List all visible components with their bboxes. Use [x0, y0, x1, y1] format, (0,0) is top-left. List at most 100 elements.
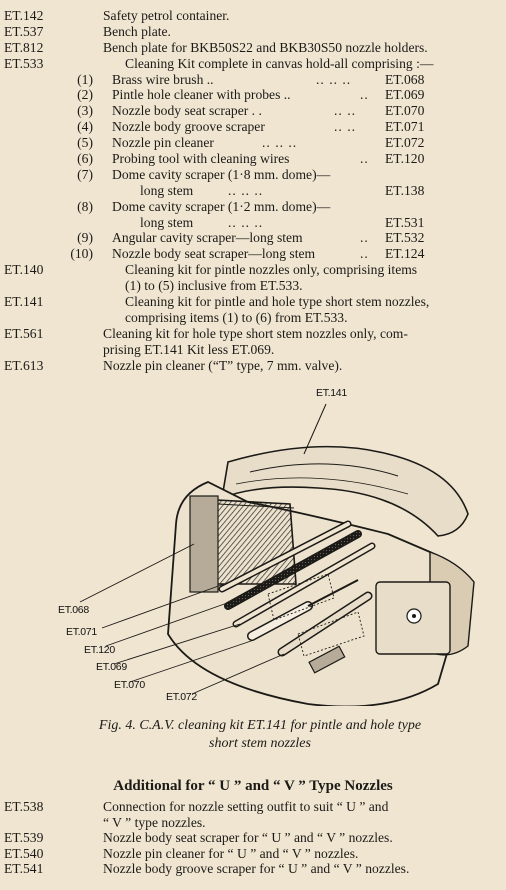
kit-item: (3) Nozzle body seat scraper . . .. .. ET.0…	[0, 103, 506, 119]
kit-item-ref: ET.069	[385, 87, 425, 103]
kit-item-name: Brass wire brush ..	[112, 71, 214, 87]
kit-item: (9) Angular cavity scraper—long stem.. ET.…	[0, 230, 506, 246]
part-description: Nozzle pin cleaner (“T” type, 7 mm. valv…	[103, 357, 343, 373]
list-item: ET.561 Cleaning kit for hole type short s…	[0, 326, 506, 342]
part-description: Bench plate.	[103, 23, 171, 39]
kit-item-ref: ET.120	[385, 151, 425, 167]
part-description-continued: “ V ” type nozzles.	[103, 814, 206, 830]
kit-item: (8)Dome cavity scraper (1·2 mm. dome)—	[0, 199, 506, 215]
kit-item: (1) Brass wire brush .. .. .. .. ET.068	[0, 72, 506, 88]
part-description: Cleaning Kit complete in canvas hold-all…	[125, 55, 434, 71]
callout-et068: ET.068	[58, 604, 89, 616]
part-code: ET.538	[4, 799, 44, 814]
part-code: ET.142	[4, 8, 44, 23]
part-code: ET.561	[4, 325, 44, 341]
kit-item-number: (4)	[77, 119, 93, 135]
kit-item: (4) Nozzle body groove scraper .. .. ET.071	[0, 119, 506, 135]
list-item-continued: comprising items (1) to (6) from ET.533.	[0, 310, 506, 326]
list-item: ET.142 Safety petrol container.	[0, 8, 506, 24]
kit-item-name: Pintle hole cleaner with probes ..	[112, 87, 291, 103]
part-code: ET.540	[4, 845, 44, 861]
kit-item: (10) Nozzle body seat scraper—long stem..…	[0, 246, 506, 262]
kit-item-name-continued: long stem	[140, 182, 194, 198]
list-item-continued: “ V ” type nozzles.	[0, 815, 506, 831]
kit-item-name: Dome cavity scraper (1·2 mm. dome)—	[112, 198, 331, 214]
kit-item-name: Angular cavity scraper—long stem	[112, 230, 303, 246]
caption-line: Fig. 4. C.A.V. cleaning kit ET.141 for p…	[98, 718, 422, 733]
kit-item-number: (1)	[77, 71, 93, 87]
list-item: ET.538 Connection for nozzle setting outf…	[0, 799, 506, 815]
kit-item-name: Dome cavity scraper (1·8 mm. dome)—	[112, 166, 331, 182]
part-code: ET.613	[4, 357, 44, 373]
dot-leader: .. .. ..	[262, 135, 298, 151]
kit-item-name: Nozzle pin cleaner	[112, 135, 214, 151]
part-code: ET.141	[4, 294, 44, 310]
kit-item-number: (9)	[77, 230, 93, 246]
part-description: Cleaning kit for hole type short stem no…	[103, 325, 408, 341]
part-description: Nozzle body seat scraper for “ U ” and “…	[103, 830, 393, 846]
kit-item-continued: long stem.. .. ..ET.531	[0, 215, 506, 231]
kit-item: (5) Nozzle pin cleaner .. .. .. ET.072	[0, 135, 506, 151]
dot-leader: .. .. ..	[316, 71, 352, 87]
part-code: ET.537	[4, 23, 44, 39]
list-item: ET.539 Nozzle body seat scraper for “ U ”…	[0, 830, 506, 846]
callout-et071: ET.071	[66, 626, 97, 638]
list-item: ET.613 Nozzle pin cleaner (“T” type, 7 mm…	[0, 358, 506, 374]
kit-item-ref: ET.068	[385, 71, 425, 87]
dot-leader: .. ..	[334, 119, 356, 135]
list-item: ET.141 Cleaning kit for pintle and hole t…	[0, 294, 506, 310]
kit-item-ref: ET.071	[385, 119, 425, 135]
kit-item-name: Probing tool with cleaning wires	[112, 151, 290, 167]
additional-parts-list: ET.538 Connection for nozzle setting outf…	[0, 799, 506, 877]
part-description: Nozzle pin cleaner for “ U ” and “ V ” n…	[103, 845, 359, 861]
kit-item-continued: long stem.. .. ..ET.138	[0, 183, 506, 199]
callout-et069: ET.069	[96, 661, 127, 673]
kit-item-ref: ET.070	[385, 103, 425, 119]
kit-item-number: (10)	[70, 246, 93, 262]
callout-et070: ET.070	[114, 679, 145, 691]
callout-et141: ET.141	[316, 387, 347, 399]
caption-line: short stem nozzles	[209, 736, 311, 751]
kit-item-name: Nozzle body groove scraper	[112, 119, 265, 135]
part-description: Cleaning kit for pintle nozzles only, co…	[125, 262, 418, 278]
kit-item-number: (2)	[77, 87, 93, 103]
list-item-continued: (1) to (5) inclusive from ET.533.	[0, 278, 506, 294]
kit-item-name: Nozzle body seat scraper . .	[112, 103, 262, 119]
parts-list: ET.142 Safety petrol container. ET.537 Ben…	[0, 8, 506, 373]
kit-item-ref: ET.138	[385, 182, 425, 198]
part-description-continued: (1) to (5) inclusive from ET.533.	[125, 278, 303, 294]
kit-item-ref: ET.124	[385, 246, 425, 262]
dot-leader: ..	[360, 246, 369, 262]
part-description: Cleaning kit for pintle and hole type sh…	[125, 294, 430, 310]
list-item-continued: prising ET.141 Kit less ET.069.	[0, 342, 506, 358]
kit-item-number: (6)	[77, 151, 93, 167]
kit-item-ref: ET.531	[385, 214, 425, 230]
kit-item: (7) Dome cavity scraper (1·8 mm. dome)—	[0, 167, 506, 183]
part-code: ET.539	[4, 830, 44, 846]
kit-item-number: (3)	[77, 103, 93, 119]
part-description: Safety petrol container.	[103, 8, 230, 23]
dot-leader: ..	[360, 151, 369, 167]
callout-et072: ET.072	[166, 691, 197, 703]
kit-item-ref: ET.072	[385, 135, 425, 151]
kit-item-number: (5)	[77, 135, 93, 151]
kit-item: (2) Pintle hole cleaner with probes .... E…	[0, 87, 506, 103]
section-heading: Additional for “ U ” and “ V ” Type Nozz…	[113, 778, 393, 794]
dot-leader: .. ..	[334, 103, 356, 119]
dot-leader: ..	[360, 230, 369, 246]
kit-item: (6) Probing tool with cleaning wires.. ET.…	[0, 151, 506, 167]
part-code: ET.812	[4, 39, 44, 55]
part-description-continued: prising ET.141 Kit less ET.069.	[103, 341, 275, 357]
dot-leader: ..	[360, 87, 369, 103]
cleaning-kit-figure: ET.141 ET.068 ET.071 ET.120 ET.069 ET.07…	[58, 384, 478, 708]
kit-item-number: (7)	[77, 166, 93, 182]
kit-item-name: Nozzle body seat scraper—long stem	[112, 246, 316, 262]
part-description: Connection for nozzle setting outfit to …	[103, 799, 389, 814]
kit-item-ref: ET.532	[385, 230, 425, 246]
callout-et120: ET.120	[84, 644, 115, 656]
